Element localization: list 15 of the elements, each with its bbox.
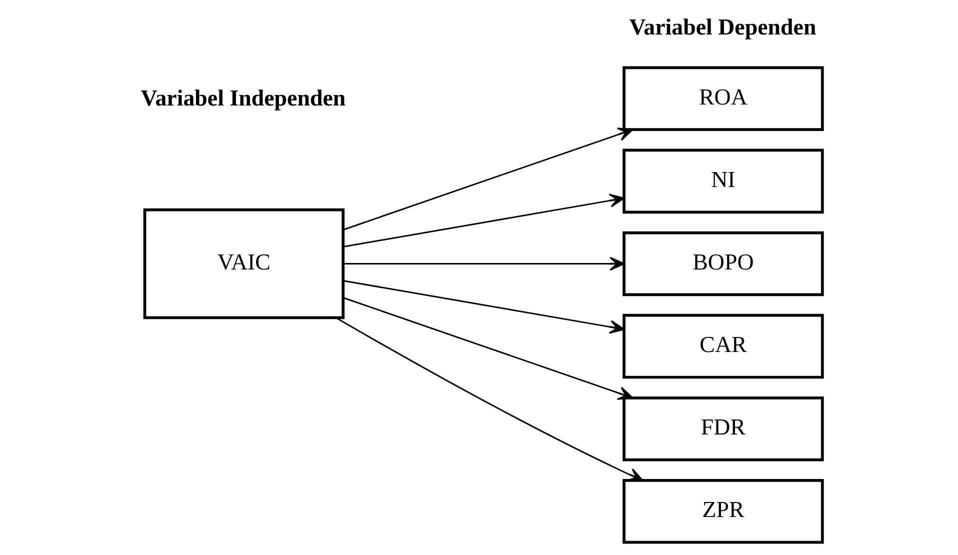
arrow [343,256,625,271]
node-box: NI [622,148,824,214]
arrow [336,317,644,482]
node-box: ZPR [622,479,824,544]
node-box: VAIC [143,208,345,320]
label: Variabel Independen [140,86,346,111]
node-box: CAR [622,314,824,379]
arrow [343,297,634,400]
node-box: FDR [622,396,824,462]
arrow [343,128,634,230]
arrow [343,280,625,334]
node-box: ROA [622,66,824,132]
label: Variabel Dependen [629,14,816,40]
node-box: BOPO [622,231,824,296]
arrow [343,194,625,248]
